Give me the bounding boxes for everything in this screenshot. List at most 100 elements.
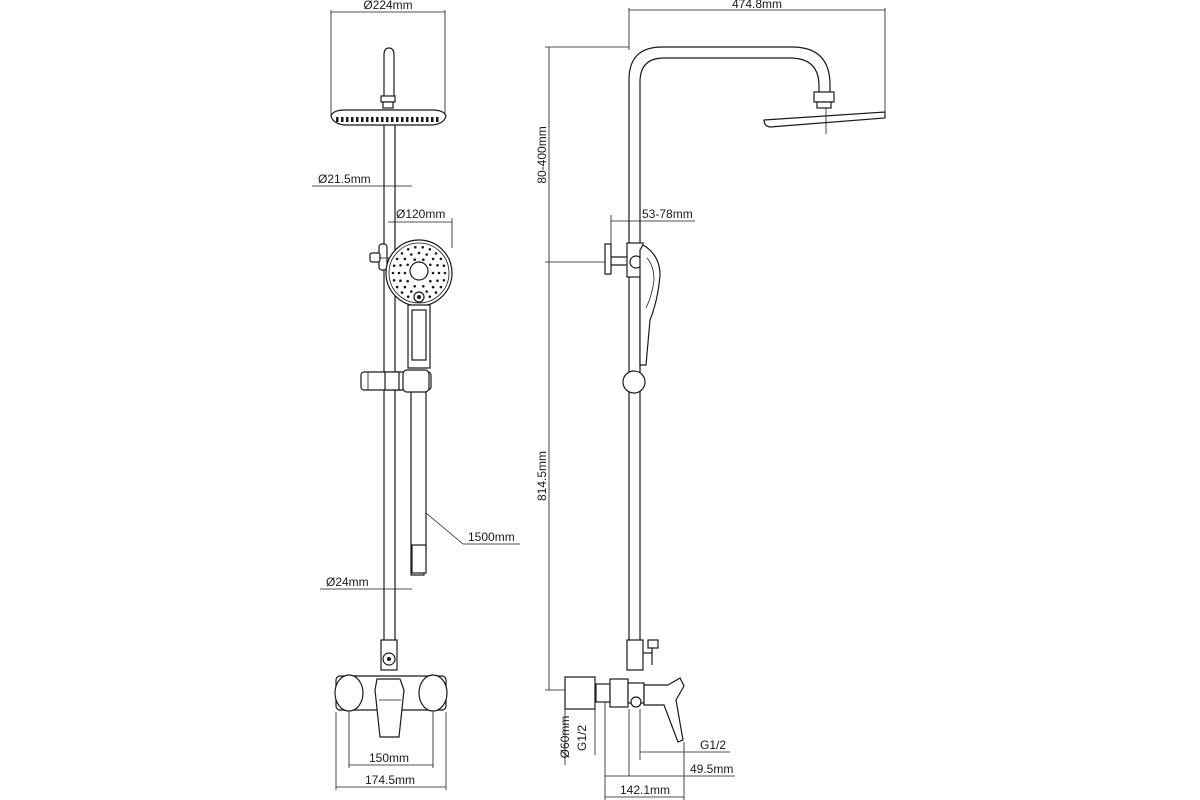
hand-nozzle: [413, 285, 417, 288]
mixer-front: [334, 674, 448, 738]
hand-holder-front: [369, 243, 395, 271]
head-shower-side: [763, 108, 886, 134]
dim-overall-width: 174.5mm: [335, 712, 447, 790]
head-nozzle: [431, 117, 434, 122]
dim-head-diameter: Ø224mm: [330, 0, 446, 115]
hand-nozzle: [434, 291, 438, 294]
diverter-side: [626, 639, 659, 671]
hand-shower-front: [385, 239, 453, 307]
label-inlet-thread-left: G1/2: [575, 725, 589, 751]
head-nozzle: [346, 117, 349, 122]
hand-nozzle: [400, 252, 404, 255]
head-nozzle: [341, 117, 344, 122]
front-view: Ø224mm Ø21.5mm Ø120mm: [312, 0, 520, 790]
hand-nozzle: [395, 285, 399, 289]
dim-tube-upper: Ø21.5mm: [312, 172, 412, 187]
hand-nozzle: [392, 264, 396, 268]
head-nozzle: [416, 117, 419, 122]
head-nozzle: [381, 117, 384, 122]
label-hose-length: 1500mm: [468, 530, 515, 544]
hand-nozzle: [395, 257, 399, 261]
hand-nozzle: [417, 251, 421, 255]
head-nozzle: [421, 117, 424, 122]
riser-side: [628, 46, 835, 640]
dim-height-adjust: 80-400mm: [535, 46, 629, 263]
label-height-adjust: 80-400mm: [535, 126, 549, 183]
label-tube-lower: Ø24mm: [326, 575, 369, 589]
hand-nozzle: [422, 258, 425, 262]
hand-nozzle: [406, 248, 410, 251]
mixer-side: [564, 676, 685, 743]
label-inlet-depth: 49.5mm: [690, 762, 733, 776]
hand-nozzle: [406, 279, 410, 283]
hand-nozzle: [428, 248, 432, 251]
label-wall-to-axis: 142.1mm: [620, 783, 670, 797]
label-wall-distance: 53-78mm: [642, 207, 693, 221]
hand-nozzle: [413, 258, 417, 262]
head-nozzle: [436, 117, 439, 122]
side-view: 474.8mm 80-400mm 53-78mm: [535, 0, 886, 800]
label-head-diameter: Ø224mm: [363, 0, 412, 12]
dim-tube-lower: Ø24mm: [320, 575, 412, 590]
head-nozzle: [406, 117, 409, 122]
hand-nozzle: [436, 264, 439, 267]
hand-nozzle: [439, 257, 443, 261]
hand-nozzle: [410, 290, 413, 293]
head-nozzle: [396, 117, 399, 122]
hand-nozzle: [410, 253, 413, 256]
label-escutcheon: Ø60mm: [558, 716, 572, 759]
hand-nozzle: [397, 271, 401, 275]
hand-nozzle: [428, 295, 432, 299]
axis-lines-side: [628, 709, 641, 776]
hand-nozzle: [406, 295, 410, 299]
head-nozzle: [411, 117, 414, 122]
dim-wall-to-axis: 142.1mm: [605, 742, 685, 800]
hand-nozzle: [442, 264, 446, 268]
hand-nozzle: [422, 285, 425, 288]
head-nozzle: [356, 117, 359, 122]
hand-nozzle: [392, 279, 396, 282]
hand-nozzle: [414, 246, 417, 249]
dim-rail-height: 814.5mm: [535, 262, 565, 691]
dim-escutcheon: Ø60mm G1/2: [558, 702, 606, 800]
hand-nozzle: [391, 271, 395, 275]
hand-nozzle: [406, 263, 410, 267]
head-nozzle: [401, 117, 404, 122]
hand-nozzle: [399, 279, 402, 283]
hand-shower-handle: [407, 304, 431, 369]
head-nozzle: [351, 117, 354, 122]
hand-nozzle: [431, 257, 435, 261]
diverter-front: [380, 639, 398, 671]
head-nozzle: [366, 117, 369, 122]
hand-nozzle: [431, 271, 435, 275]
hand-nozzle: [436, 279, 439, 283]
head-nozzle: [426, 117, 429, 122]
head-nozzle: [361, 117, 364, 122]
hand-nozzle: [443, 271, 447, 275]
head-nozzle: [391, 117, 394, 122]
label-tube-upper: Ø21.5mm: [318, 172, 371, 186]
hose-front: [410, 392, 427, 576]
head-nozzle: [386, 117, 389, 122]
label-outlet-thread: G1/2: [700, 738, 726, 752]
hand-nozzle: [434, 252, 438, 255]
label-hand-diameter: Ø120mm: [396, 207, 445, 221]
hand-nozzle: [442, 279, 446, 282]
hand-nozzle: [429, 263, 432, 267]
hand-nozzle: [403, 271, 407, 275]
hand-nozzle: [403, 285, 407, 289]
hand-nozzle: [421, 246, 425, 249]
label-centers-width: 150mm: [369, 751, 409, 765]
head-nozzle-row: [336, 117, 439, 122]
hand-shower-side: [639, 244, 661, 366]
head-nozzle: [336, 117, 339, 122]
hand-nozzle: [431, 285, 435, 289]
shower-arm-front: [380, 47, 396, 109]
head-nozzle: [376, 117, 379, 122]
hand-nozzle: [425, 290, 429, 293]
dim-inlet-depth: 49.5mm: [605, 762, 735, 777]
label-overall-width: 174.5mm: [365, 773, 415, 787]
hand-nozzle: [429, 279, 432, 283]
dim-centers-width: 150mm: [348, 712, 434, 768]
